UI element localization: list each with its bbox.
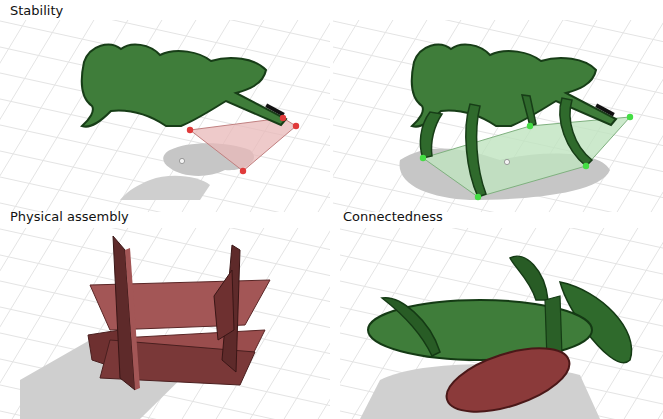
grid-line — [272, 20, 330, 212]
slot-board — [214, 270, 234, 340]
leg-board — [466, 104, 486, 197]
grid-panel — [333, 20, 663, 212]
grid-line — [333, 20, 663, 53]
connected-model — [360, 256, 632, 419]
shadow — [120, 176, 210, 200]
contact-point — [293, 123, 299, 129]
tail-tip — [595, 104, 615, 117]
center-of-mass — [179, 158, 184, 163]
stable-model — [400, 44, 634, 200]
disconnected-board — [439, 335, 577, 419]
assembly-model — [20, 236, 270, 419]
contact-point — [583, 163, 589, 169]
support-polygon — [423, 117, 630, 197]
grid-line — [333, 36, 663, 131]
leg-board — [420, 112, 442, 158]
tail-tip — [265, 104, 285, 117]
contact-point — [420, 155, 426, 161]
grid-line — [333, 20, 663, 27]
leg-board — [522, 95, 536, 126]
contact-point — [187, 127, 193, 133]
grid-line — [0, 228, 330, 235]
contact-point — [240, 168, 246, 174]
grid-panel — [340, 228, 663, 419]
grid-line — [0, 20, 38, 212]
grid-line — [340, 228, 663, 285]
fin-board — [382, 298, 440, 356]
panel-heading: Physical assembly — [10, 209, 129, 225]
leg-board — [560, 98, 592, 166]
model-body — [82, 44, 286, 126]
grid-line — [306, 20, 330, 212]
panel-heading: Stability — [10, 3, 63, 19]
grid-line — [238, 20, 330, 212]
grid-line — [646, 228, 663, 419]
contact-point — [475, 194, 481, 200]
grid-panel — [0, 20, 330, 212]
fin-board — [510, 256, 548, 300]
grid-line — [272, 228, 330, 419]
contact-point — [527, 123, 533, 129]
panel-heading: Connectedness — [343, 209, 443, 225]
center-of-mass — [504, 159, 509, 164]
grid-line — [0, 20, 330, 53]
grid-line — [0, 20, 330, 27]
contact-point — [280, 115, 286, 121]
slot-board-edge — [125, 248, 140, 390]
grid-line — [340, 228, 663, 259]
unstable-model — [82, 44, 299, 200]
support-polygon — [190, 118, 296, 171]
grid-line — [605, 20, 663, 212]
grid-line — [333, 20, 371, 212]
contact-point — [627, 114, 633, 120]
grid-line — [0, 244, 330, 339]
grid-line — [238, 228, 330, 419]
grid-line — [0, 166, 330, 212]
grid-line — [306, 228, 330, 419]
grid-line — [0, 36, 330, 131]
grid-line — [639, 20, 663, 212]
grid-panel — [0, 228, 330, 419]
